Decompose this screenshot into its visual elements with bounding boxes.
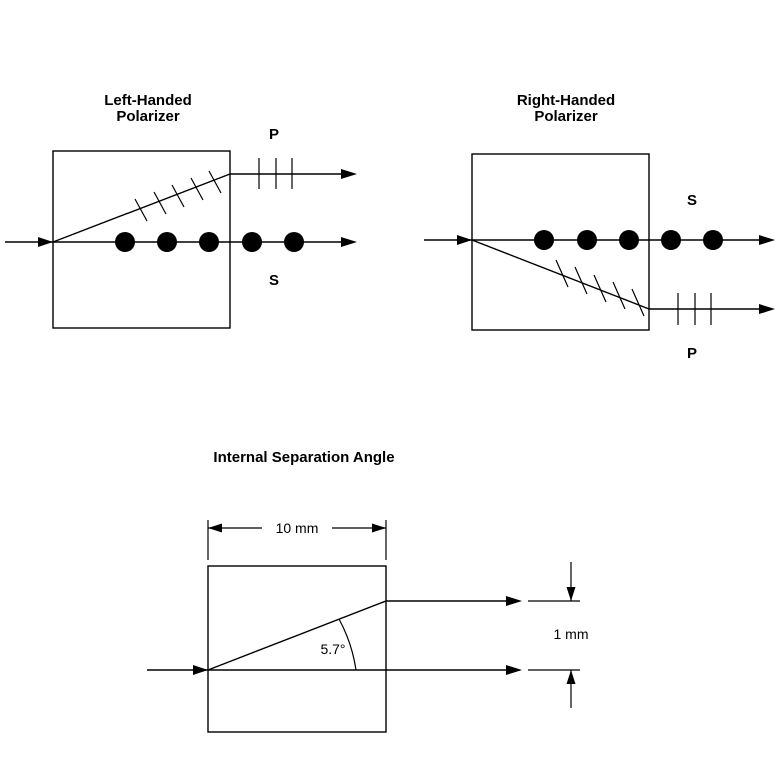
left-title-line1: Left-Handed [104, 92, 192, 109]
right-p-tick [612, 281, 626, 310]
right-p-label: P [687, 345, 697, 362]
right-crystal-box [471, 153, 650, 331]
width-arrowhead-left [208, 523, 222, 533]
right-p-arrowhead [759, 304, 775, 314]
left-p-tick [134, 198, 148, 222]
left-s-dot [242, 232, 262, 252]
separation-crystal-box [207, 565, 387, 733]
separation-deviated-beam-internal [207, 600, 387, 671]
right-s-dot [661, 230, 681, 250]
right-s-arrowhead [759, 235, 775, 245]
angle-label: 5.7° [320, 641, 345, 657]
right-p-beam-internal [471, 239, 650, 310]
right-p-tick [555, 259, 569, 288]
separation-angle-group: Internal Separation Angle 10 mm 5.7° 1 m… [147, 449, 589, 733]
left-s-dot [157, 232, 177, 252]
left-crystal-box [52, 150, 231, 329]
separation-title: Internal Separation Angle [213, 449, 394, 466]
left-s-label: S [269, 272, 279, 289]
right-s-dot [619, 230, 639, 250]
left-p-arrowhead [341, 169, 357, 179]
offset-arrowhead-top [566, 587, 576, 601]
width-label: 10 mm [276, 520, 319, 536]
left-s-dot [199, 232, 219, 252]
left-s-arrowhead [341, 237, 357, 247]
right-p-tick [593, 274, 607, 303]
right-title-line1: Right-Handed [517, 92, 615, 109]
right-s-dot [703, 230, 723, 250]
left-p-tick [171, 184, 185, 208]
right-p-tick [631, 288, 645, 317]
right-polarizer-group: Right-Handed Polarizer S P [424, 92, 775, 362]
separation-deviated-arrowhead [506, 596, 522, 606]
left-input-arrowhead [38, 237, 53, 247]
left-polarizer-group: Left-Handed Polarizer P S [5, 92, 357, 329]
angle-arc [338, 618, 357, 671]
right-s-dot [534, 230, 554, 250]
left-p-label: P [269, 126, 279, 143]
offset-label: 1 mm [554, 626, 589, 642]
separation-input-arrowhead [193, 665, 208, 675]
left-title-line2: Polarizer [116, 108, 180, 125]
right-s-label: S [687, 192, 697, 209]
left-s-dot [115, 232, 135, 252]
right-s-dot [577, 230, 597, 250]
left-s-dot [284, 232, 304, 252]
left-p-tick [153, 191, 167, 215]
left-p-tick [190, 177, 204, 201]
separation-ordinary-arrowhead [506, 665, 522, 675]
right-title-line2: Polarizer [534, 108, 598, 125]
right-p-tick [574, 266, 588, 295]
right-input-arrowhead [457, 235, 472, 245]
left-p-beam-internal [52, 173, 231, 243]
left-p-tick [208, 170, 222, 194]
width-arrowhead-right [372, 523, 386, 533]
offset-arrowhead-bottom [566, 670, 576, 684]
